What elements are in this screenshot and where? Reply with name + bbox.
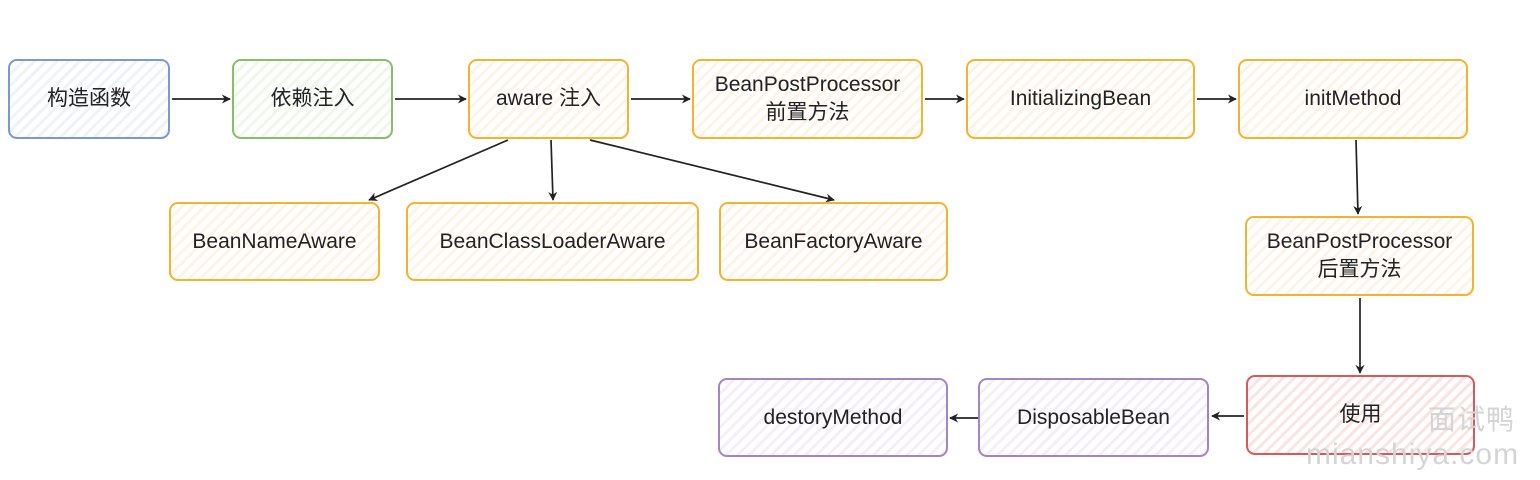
watermark-brand: 面试鸭: [1428, 404, 1516, 435]
node-init-method: initMethod: [1238, 59, 1468, 139]
node-bean-post-processor-before: BeanPostProcessor 前置方法: [692, 59, 923, 139]
watermark-url: mianshiya.com: [1306, 438, 1520, 471]
node-dependency-injection: 依赖注入: [232, 59, 393, 139]
node-bean-factory-aware: BeanFactoryAware: [719, 202, 948, 281]
edge-aware-to-bean-name-aware: [368, 139, 509, 201]
node-disposable-bean: DisposableBean: [978, 378, 1209, 457]
node-bean-class-loader-aware: BeanClassLoaderAware: [406, 202, 699, 281]
node-destroy-method: destoryMethod: [718, 378, 948, 457]
node-use: 使用: [1246, 375, 1475, 455]
node-bean-post-processor-after: BeanPostProcessor 后置方法: [1245, 216, 1474, 296]
node-aware-injection: aware 注入: [468, 59, 629, 139]
node-constructor: 构造函数: [8, 59, 170, 139]
edge-init-method-to-bpp-after: [1353, 139, 1363, 215]
node-bean-name-aware: BeanNameAware: [169, 202, 380, 281]
edge-aware-to-bean-factory-aware: [589, 139, 835, 203]
node-initializing-bean: InitializingBean: [966, 59, 1195, 139]
edge-aware-to-bean-class-loader-aware: [548, 139, 558, 201]
